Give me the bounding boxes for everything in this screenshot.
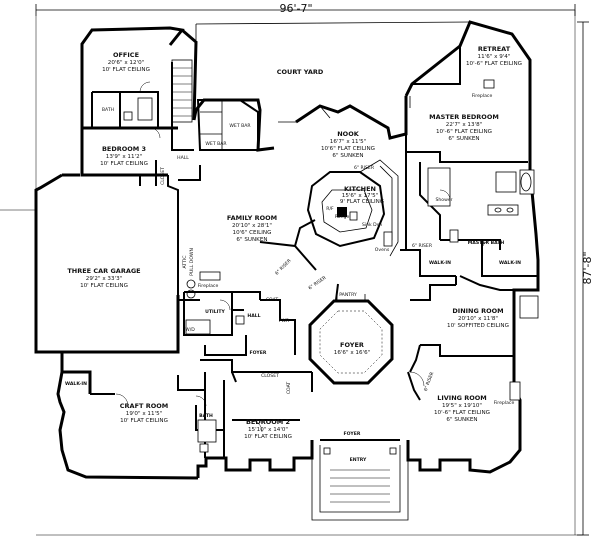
nook-note: 6" SUNKEN — [332, 153, 363, 159]
stairs — [171, 59, 193, 123]
attic-label: ATTIC — [182, 256, 188, 269]
kitchen-size: 15'6" x 17'5" — [342, 193, 379, 199]
family-room-note: 6" SUNKEN — [236, 237, 267, 243]
dining-room-ceiling: 10' SOFFITED CEILING — [447, 323, 509, 329]
bedroom3-ceiling: 10' FLAT CEILING — [100, 161, 148, 167]
room-labels: OFFICE 20'6" x 12'0" 10' FLAT CEILING CO… — [65, 45, 522, 463]
walk-in-2-name: WALK-IN — [499, 260, 521, 266]
foyer-side-name: FOYER — [250, 350, 267, 356]
bath-upper-name: BATH — [102, 107, 114, 113]
office-ceiling: 10' FLAT CEILING — [102, 67, 150, 73]
fireplace-living-label: Fireplace — [494, 400, 515, 406]
bath-lower-name: BATH — [199, 413, 213, 419]
master-bedroom-name: MASTER BEDROOM — [429, 113, 499, 121]
kitchen-name: KITCHEN — [344, 185, 376, 193]
master-bath-name: MASTER BATH — [468, 240, 505, 246]
doors — [115, 81, 493, 433]
hall-lower-name: HALL — [247, 313, 260, 319]
riser-nook-label: 6" RISER — [354, 165, 375, 171]
retreat-ceiling: 10'-6" FLAT CEILING — [466, 61, 522, 67]
dining-room-name: DINING ROOM — [452, 307, 503, 315]
fireplaces — [199, 79, 539, 401]
ovens-label: Ovens — [375, 247, 390, 253]
fireplace-family-label: Fireplace — [198, 283, 219, 289]
office-name: OFFICE — [113, 51, 139, 59]
master-bedroom-note: 6" SUNKEN — [448, 136, 479, 142]
bedroom2-ceiling: 10' FLAT CEILING — [244, 434, 292, 440]
bedroom2-size: 15'10" x 14'0" — [248, 427, 288, 433]
living-room-size: 19'5" x 19'10" — [442, 403, 482, 409]
closet-lower-name: CLOSET — [261, 373, 279, 379]
foyer-main-size: 16'6" x 16'6" — [334, 350, 371, 356]
nook-size: 16'7" x 11'5" — [330, 139, 367, 145]
family-room-name: FAMILY ROOM — [227, 214, 277, 222]
walk-in-1-name: WALK-IN — [429, 260, 451, 266]
master-bedroom-ceiling: 10'-6" FLAT CEILING — [436, 129, 492, 135]
bedroom3-size: 13'9" x 11'2" — [106, 154, 143, 160]
dimension-lines: 96'-7" 87'-8" — [0, 2, 594, 536]
garage-size: 29'2" x 33'3" — [86, 276, 123, 282]
office-size: 20'6" x 12'0" — [108, 60, 145, 66]
utility-name: UTILITY — [205, 309, 225, 315]
living-room-ceiling: 10'-6" FLAT CEILING — [434, 410, 490, 416]
living-room-name: LIVING ROOM — [437, 394, 487, 402]
kitchen-island — [306, 171, 386, 248]
pwr-name: PWR — [279, 318, 290, 324]
closet-upper-name: CLOSET — [160, 167, 166, 185]
ref-label: R/F — [326, 206, 334, 212]
family-room-size: 20'10" x 28'1" — [232, 223, 272, 229]
master-bath-fixtures — [427, 167, 535, 243]
living-room-note: 6" SUNKEN — [446, 417, 477, 423]
coat-2-name: COAT — [286, 382, 292, 395]
wet-bar-room — [196, 99, 259, 151]
fireplace-retreat-label: Fireplace — [472, 93, 493, 99]
riser-dining-label: 6" RISER — [423, 370, 436, 392]
retreat-name: RETREAT — [478, 45, 511, 53]
nook-name: NOOK — [337, 130, 359, 138]
wet-bar-2-label: WET BAR — [205, 141, 227, 147]
court-yard-name: COURT YARD — [277, 68, 324, 76]
kitchen-counters — [359, 159, 399, 257]
foyer-main-name: FOYER — [340, 341, 364, 349]
wet-bar-1-label: WET BAR — [229, 123, 251, 129]
craft-room-name: CRAFT ROOM — [120, 402, 168, 410]
bedroom3-name: BEDROOM 3 — [102, 145, 146, 153]
utility-fixtures — [185, 279, 211, 335]
bedroom2-name: BEDROOM 2 — [246, 418, 290, 426]
overall-depth-dimension: 87'-8" — [581, 251, 594, 284]
interior-walls — [90, 46, 538, 458]
pull-down-label: PULL DOWN — [189, 248, 195, 276]
family-room-ceiling: 10'6" CEILING — [233, 230, 272, 236]
coat-1-name: COAT — [266, 297, 279, 303]
bath-fixtures — [123, 97, 245, 453]
craft-room-ceiling: 10' FLAT CEILING — [120, 418, 168, 424]
overall-width-dimension: 96'-7" — [279, 2, 312, 15]
craft-room-size: 19'0" x 11'5" — [126, 411, 163, 417]
foyer-octagon — [308, 294, 394, 385]
garage-name: THREE CAR GARAGE — [67, 267, 140, 275]
retreat-size: 11'6" x 9'4" — [478, 54, 511, 60]
master-bedroom-size: 22'7" x 13'8" — [446, 122, 483, 128]
riser-master-label: 6" RISER — [412, 243, 433, 249]
walk-in-craft-name: WALK-IN — [65, 381, 87, 387]
range-label: Range — [335, 214, 350, 220]
garage-ceiling: 10' FLAT CEILING — [80, 283, 128, 289]
pantry-name: PANTRY — [339, 292, 357, 298]
foyer-entry-name: FOYER — [344, 431, 361, 437]
entry-details — [320, 439, 400, 503]
wd-label: W/D — [185, 327, 195, 333]
riser-family-label: 6" RISER — [274, 258, 293, 277]
dining-room-size: 20'10" x 11'8" — [458, 316, 498, 322]
nook-ceiling: 10'6" FLAT CEILING — [321, 146, 375, 152]
riser-pantry-label: 6" RISER — [307, 275, 328, 292]
kitchen-ceiling: 9' FLAT CEILING — [340, 199, 384, 205]
sink-dw-label: Sink Dsh — [362, 222, 382, 228]
his-shower-label: Shower — [435, 197, 452, 203]
hall-upper-name: HALL — [177, 155, 189, 161]
entry-name: ENTRY — [350, 457, 367, 463]
